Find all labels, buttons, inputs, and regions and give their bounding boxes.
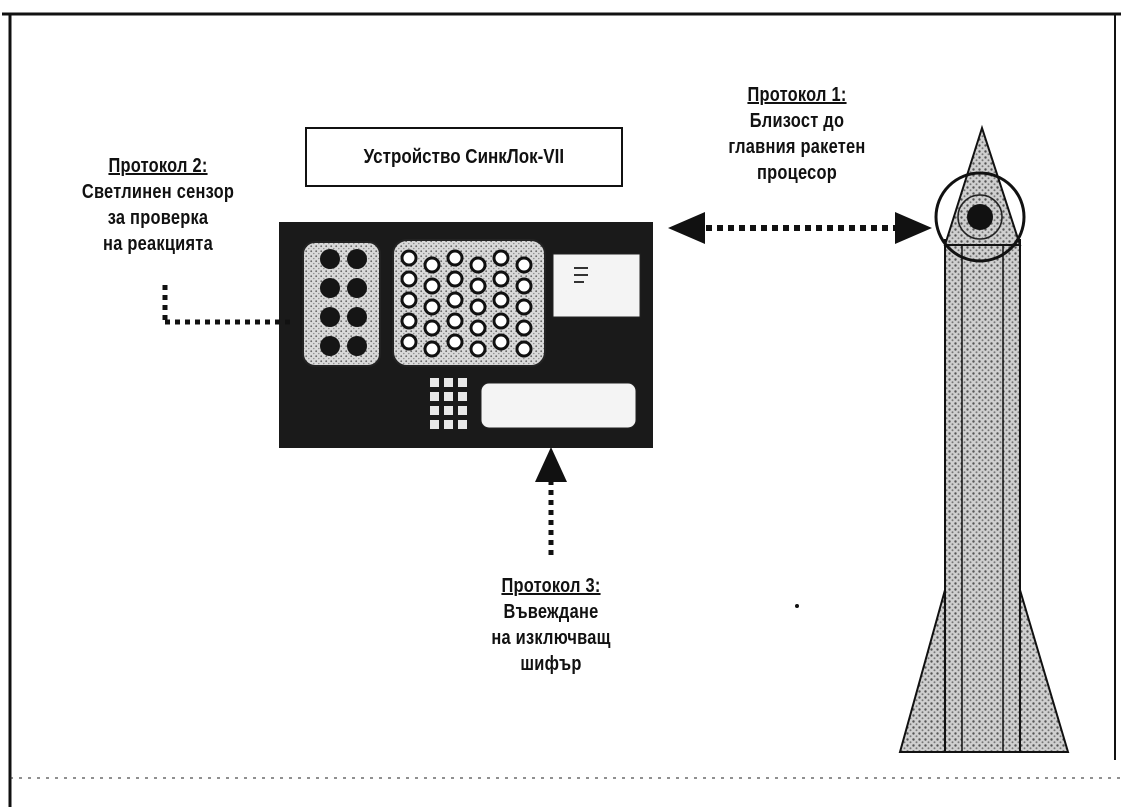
- grid-button: [400, 333, 418, 351]
- grid-button: [492, 249, 510, 267]
- rocket-body: [944, 239, 1021, 753]
- grid-button: [400, 249, 418, 267]
- sensor-lights: [320, 249, 367, 356]
- sensor-module: [302, 241, 381, 367]
- keypad-key: [430, 420, 439, 429]
- protocol-2-line-2: за проверка: [107, 207, 209, 229]
- keypad-key: [458, 392, 467, 401]
- status-screen: [552, 253, 641, 318]
- grid-button: [492, 270, 510, 288]
- protocol-2-label: Протокол 2: Светлинен сензор за проверка…: [76, 153, 240, 257]
- keypad-key: [430, 378, 439, 387]
- grid-button: [446, 249, 464, 267]
- sensor-light: [347, 336, 367, 356]
- grid-button: [446, 291, 464, 309]
- grid-button: [469, 340, 487, 358]
- keypad-key: [444, 392, 453, 401]
- sensor-light: [320, 278, 340, 298]
- button-grid: [400, 249, 533, 358]
- grid-button: [469, 277, 487, 295]
- keypad-key: [458, 406, 467, 415]
- protocol-1-line-3: процесор: [756, 162, 838, 184]
- sensor-light: [320, 249, 340, 269]
- rocket-processor-ring: [934, 171, 1026, 263]
- keypad-key: [444, 378, 453, 387]
- grid-button: [400, 270, 418, 288]
- keypad-key: [458, 378, 467, 387]
- grid-button: [423, 256, 441, 274]
- device-title-box: Устройство СинкЛок-VII: [305, 127, 623, 187]
- protocol-2-connector: [162, 285, 290, 325]
- sensor-light: [347, 278, 367, 298]
- status-screen-text: [574, 267, 588, 283]
- rocket-processor-core: [967, 204, 993, 230]
- protocol-1-label: Протокол 1: Близост до главния ракетен п…: [723, 82, 871, 186]
- grid-button: [423, 340, 441, 358]
- sensor-light: [347, 307, 367, 327]
- grid-button: [400, 291, 418, 309]
- protocol-2-line-1: Светлинен сензор: [81, 181, 235, 203]
- code-display: [480, 382, 637, 429]
- keypad-key: [444, 420, 453, 429]
- grid-button: [423, 319, 441, 337]
- sensor-light: [347, 249, 367, 269]
- protocol-3-heading: Протокол 3:: [501, 575, 601, 597]
- protocol-3-arrow: [535, 447, 567, 560]
- grid-button: [469, 319, 487, 337]
- grid-button: [492, 333, 510, 351]
- grid-button: [423, 277, 441, 295]
- grid-button: [400, 312, 418, 330]
- protocol-3-line-1: Въвеждане: [503, 601, 599, 623]
- protocol-1-heading: Протокол 1:: [747, 84, 847, 106]
- grid-button: [446, 333, 464, 351]
- rocket: [898, 124, 1070, 753]
- protocol-3-line-2: на изключващ: [491, 627, 611, 649]
- grid-button: [423, 298, 441, 316]
- rocket-left-fin: [898, 589, 946, 753]
- grid-button: [515, 256, 533, 274]
- protocol-3-label: Протокол 3: Въвеждане на изключващ шифър: [477, 573, 625, 677]
- device-title: Устройство СинкЛок-VII: [363, 145, 565, 168]
- sensor-light: [320, 336, 340, 356]
- keypad-key: [430, 406, 439, 415]
- grid-button: [469, 298, 487, 316]
- protocol-1-line-2: главния ракетен: [728, 136, 866, 158]
- keypad-key: [458, 420, 467, 429]
- grid-button: [515, 298, 533, 316]
- stray-dot: [795, 604, 799, 608]
- grid-button: [492, 291, 510, 309]
- protocol-1-line-1: Близост до: [749, 110, 845, 132]
- sensor-light: [320, 307, 340, 327]
- protocol-1-arrow: [668, 212, 932, 244]
- keypad-key: [444, 406, 453, 415]
- synclock-device: [279, 222, 653, 448]
- grid-button: [515, 340, 533, 358]
- keypad-key: [430, 392, 439, 401]
- grid-button: [515, 277, 533, 295]
- grid-button: [446, 270, 464, 288]
- rocket-right-fin: [1019, 589, 1070, 753]
- grid-button: [515, 319, 533, 337]
- keypad: [430, 378, 467, 429]
- protocol-2-line-3: на реакцията: [103, 233, 213, 255]
- grid-button: [492, 312, 510, 330]
- grid-button: [446, 312, 464, 330]
- protocol-3-line-3: шифър: [520, 653, 582, 675]
- grid-button: [469, 256, 487, 274]
- protocol-2-heading: Протокол 2:: [108, 155, 208, 177]
